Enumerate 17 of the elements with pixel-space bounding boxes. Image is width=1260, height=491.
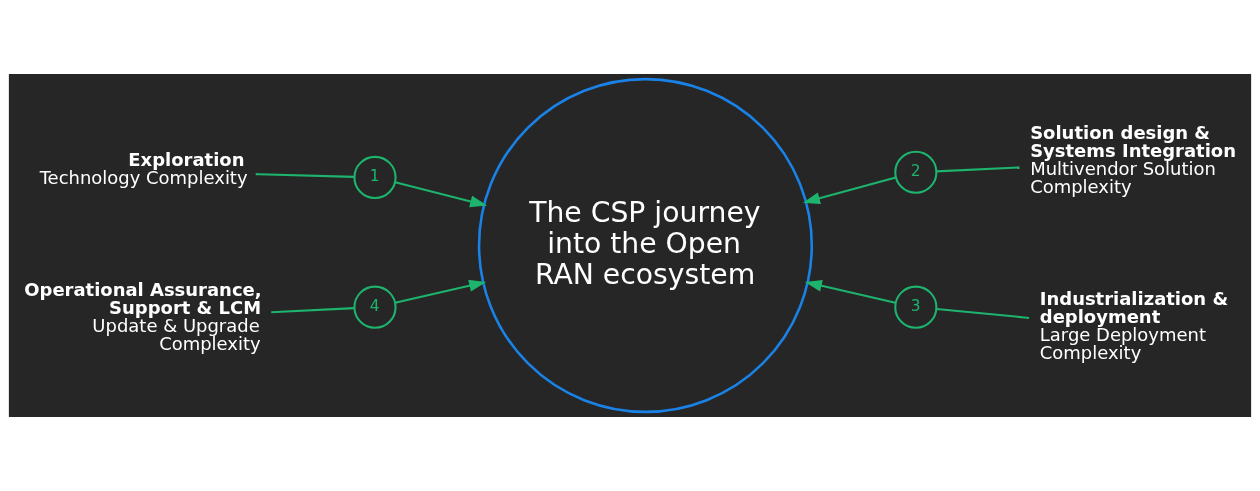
node-circle: 2 bbox=[894, 150, 938, 194]
connector bbox=[271, 307, 355, 314]
node-circle: 4 bbox=[353, 285, 397, 329]
node-text: Operational Assurance, Support & LCM Update & Upgrade Complexity bbox=[24, 278, 262, 354]
node-circle: 1 bbox=[353, 155, 397, 199]
connector bbox=[936, 308, 1030, 319]
node-circle: The CSP journey into the Open RAN ecosystem bbox=[477, 77, 814, 414]
node-text: Exploration Technology Complexity bbox=[39, 149, 248, 189]
arrow bbox=[804, 279, 896, 304]
node-text: Solution design & Systems Integration Multivendor Solution Complexity bbox=[1030, 122, 1236, 198]
connector bbox=[936, 166, 1020, 173]
arrow bbox=[394, 279, 487, 304]
arrow bbox=[394, 181, 488, 208]
node-circle: 3 bbox=[894, 285, 938, 329]
node-text: Industrialization & deployment Large Deployment Complexity bbox=[1039, 287, 1229, 363]
connector bbox=[255, 173, 355, 178]
arrow bbox=[803, 176, 896, 205]
